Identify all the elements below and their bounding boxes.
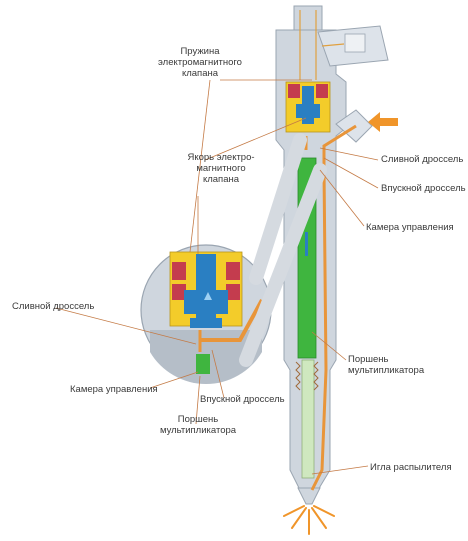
label-control-chamber-right: Камера управления (366, 222, 454, 233)
label-inlet-throttle-left: Впускной дроссель (200, 394, 285, 405)
label-control-chamber-left: Камера управления (70, 384, 158, 395)
label-piston-left: Поршень мультипликатора (159, 414, 237, 436)
label-spring: Пружина электромагнитного клапана (158, 46, 242, 79)
piston-rod-indicator (305, 232, 308, 256)
label-drain-throttle-right: Сливной дроссель (381, 154, 464, 165)
label-armature: Якорь электро- магнитного клапана (187, 152, 255, 185)
label-inlet-throttle-right: Впускной дроссель (381, 183, 466, 194)
lower-spring (295, 361, 319, 391)
label-drain-throttle-left: Сливной дроссель (12, 301, 95, 312)
label-piston-right: Поршень мультипликатора (348, 354, 425, 376)
magnifier-connectors (239, 133, 327, 367)
leader-lines (55, 79, 379, 475)
solenoid-valve (285, 81, 331, 133)
connector-wires (299, 10, 345, 80)
magnified-detail (140, 244, 272, 385)
fuel-inlet-arrow-icon (368, 112, 398, 132)
nozzle-needle (301, 359, 315, 479)
spray-icon (283, 505, 335, 535)
label-needle: Игла распылителя (370, 462, 452, 473)
